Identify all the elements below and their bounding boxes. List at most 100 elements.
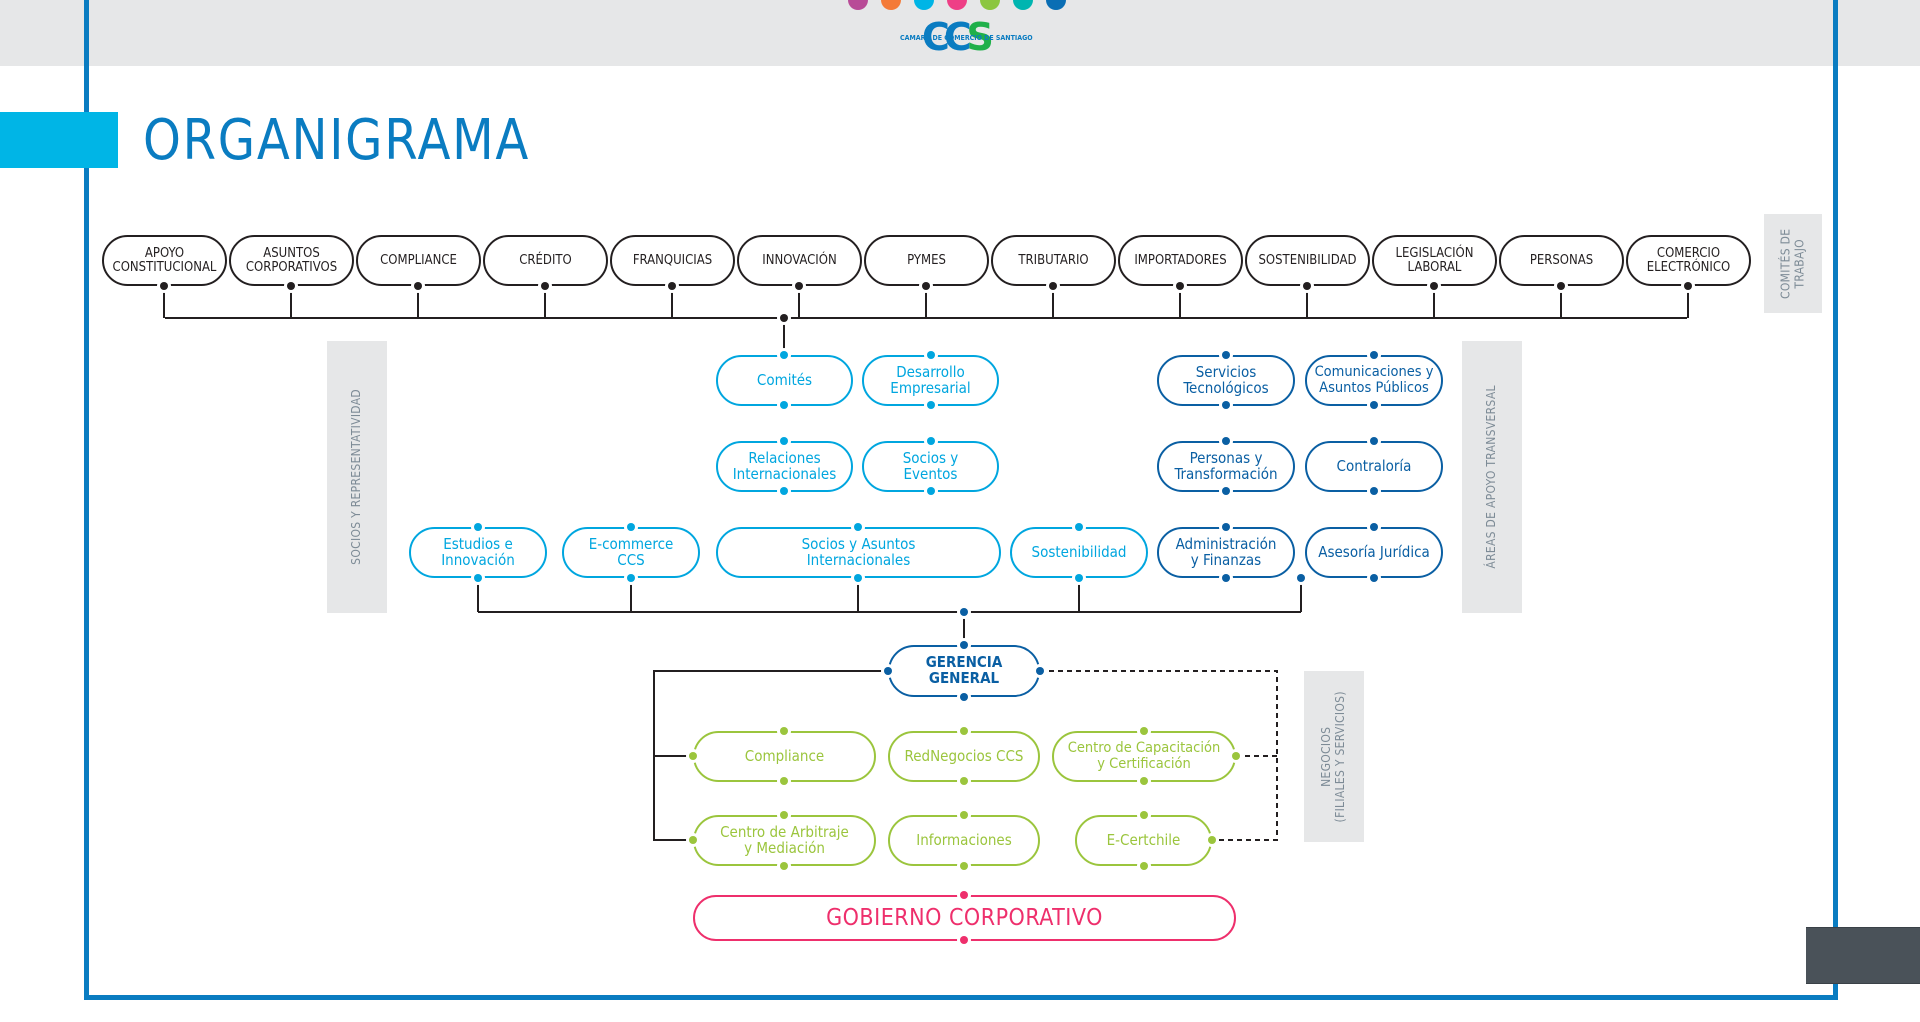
- section-label-text: ÁREAS DE APOYO TRANSVERSAL: [1484, 385, 1499, 569]
- logo-dot: [947, 0, 967, 10]
- node-label: Empresarial: [890, 378, 971, 397]
- connector-pin: [1036, 667, 1044, 675]
- header-bar: [0, 0, 1920, 66]
- node-e-certchile[interactable]: E-Certchile: [1075, 815, 1212, 866]
- connector-pin: [474, 523, 482, 531]
- node-label: INNOVACIÓN: [762, 252, 837, 268]
- committee-node[interactable]: TRIBUTARIO: [991, 235, 1116, 286]
- connector-pin: [1140, 777, 1148, 785]
- connector-pin: [1557, 282, 1565, 290]
- node-label: GERENCIA: [925, 653, 1003, 672]
- node-informaciones[interactable]: Informaciones: [888, 815, 1040, 866]
- node-label: Asuntos Públicos: [1319, 379, 1429, 396]
- node-gobierno-corporativo[interactable]: GOBIERNO CORPORATIVO: [693, 895, 1236, 941]
- node-label: Comunicaciones y: [1314, 364, 1434, 381]
- connector-pin: [1075, 574, 1083, 582]
- node-comites[interactable]: Comités: [716, 355, 853, 406]
- logo-dot: [914, 0, 934, 10]
- node-label: Internacionales: [806, 550, 911, 569]
- node-label: Transformación: [1174, 464, 1278, 483]
- node-label: RedNegocios CCS: [904, 746, 1024, 765]
- connector-pin: [1222, 351, 1230, 359]
- connector-pin: [960, 891, 968, 899]
- node-asesoria-juridica[interactable]: Asesoría Jurídica: [1305, 527, 1443, 578]
- node-label: Innovación: [441, 550, 515, 569]
- connector-pin: [414, 282, 422, 290]
- connector-pin: [1370, 437, 1378, 445]
- logo-subtitle: CAMARA DE COMERCIO DE SANTIAGO: [900, 34, 1033, 42]
- connector-pin: [1140, 862, 1148, 870]
- negocios-left-bracket: [653, 670, 888, 841]
- committee-node[interactable]: PYMES: [864, 235, 989, 286]
- committee-node[interactable]: COMPLIANCE: [356, 235, 481, 286]
- node-label: CORPORATIVOS: [245, 259, 338, 275]
- node-label: Tecnológicos: [1183, 378, 1269, 397]
- frame-border-bottom: [84, 995, 1838, 1000]
- connector-pin: [780, 437, 788, 445]
- connector-pin: [541, 282, 549, 290]
- node-label: Desarrollo: [896, 362, 965, 381]
- node-rednegocios-ccs[interactable]: RedNegocios CCS: [888, 731, 1040, 782]
- node-label: Centro de Arbitraje: [720, 822, 849, 841]
- node-label: TRIBUTARIO: [1018, 252, 1089, 268]
- connector-pin: [960, 936, 968, 944]
- node-label: LABORAL: [1407, 259, 1462, 275]
- page-title: ORGANIGRAMA: [143, 108, 531, 173]
- committee-node[interactable]: FRANQUICIAS: [610, 235, 735, 286]
- node-label: E-Certchile: [1106, 830, 1181, 849]
- node-contraloria[interactable]: Contraloría: [1305, 441, 1443, 492]
- node-label: GOBIERNO CORPORATIVO: [826, 904, 1103, 931]
- node-label: CONSTITUCIONAL: [112, 259, 217, 275]
- node-sostenibilidad[interactable]: Sostenibilidad: [1010, 527, 1148, 578]
- connector-pin: [1222, 437, 1230, 445]
- connector-pin: [1370, 351, 1378, 359]
- node-label: y Finanzas: [1190, 550, 1262, 569]
- node-label: E-commerce: [588, 534, 674, 553]
- logo-dot: [1013, 0, 1033, 10]
- connector-pin: [1222, 487, 1230, 495]
- node-label: Estudios e: [443, 534, 513, 553]
- node-label: APOYO: [144, 245, 185, 261]
- connector-pin: [960, 811, 968, 819]
- node-label: FRANQUICIAS: [632, 252, 713, 268]
- ccs-logo[interactable]: CCS CAMARA DE COMERCIO DE SANTIAGO: [848, 0, 1072, 62]
- connector-pin: [627, 574, 635, 582]
- node-label: Socios y: [902, 448, 959, 467]
- committee-node[interactable]: IMPORTADORES: [1118, 235, 1243, 286]
- node-label: Contraloría: [1336, 456, 1412, 475]
- committee-node[interactable]: SOSTENIBILIDAD: [1245, 235, 1370, 286]
- connector-pin: [474, 574, 482, 582]
- connector-pin: [1370, 574, 1378, 582]
- connector-pin: [780, 487, 788, 495]
- committee-node[interactable]: PERSONAS: [1499, 235, 1624, 286]
- committee-node[interactable]: CRÉDITO: [483, 235, 608, 286]
- committee-node[interactable]: INNOVACIÓN: [737, 235, 862, 286]
- connector-pin: [1303, 282, 1311, 290]
- connector-pin: [1140, 727, 1148, 735]
- node-compliance[interactable]: Compliance: [693, 731, 876, 782]
- node-label: ASUNTOS: [263, 245, 320, 261]
- node-label: y Mediación: [744, 838, 825, 857]
- node-label: y Certificación: [1097, 755, 1191, 772]
- section-label-negocios: NEGOCIOS(FILIALES Y SERVICIOS): [1304, 671, 1364, 842]
- connector-pin: [960, 862, 968, 870]
- logo-dot: [1046, 0, 1066, 10]
